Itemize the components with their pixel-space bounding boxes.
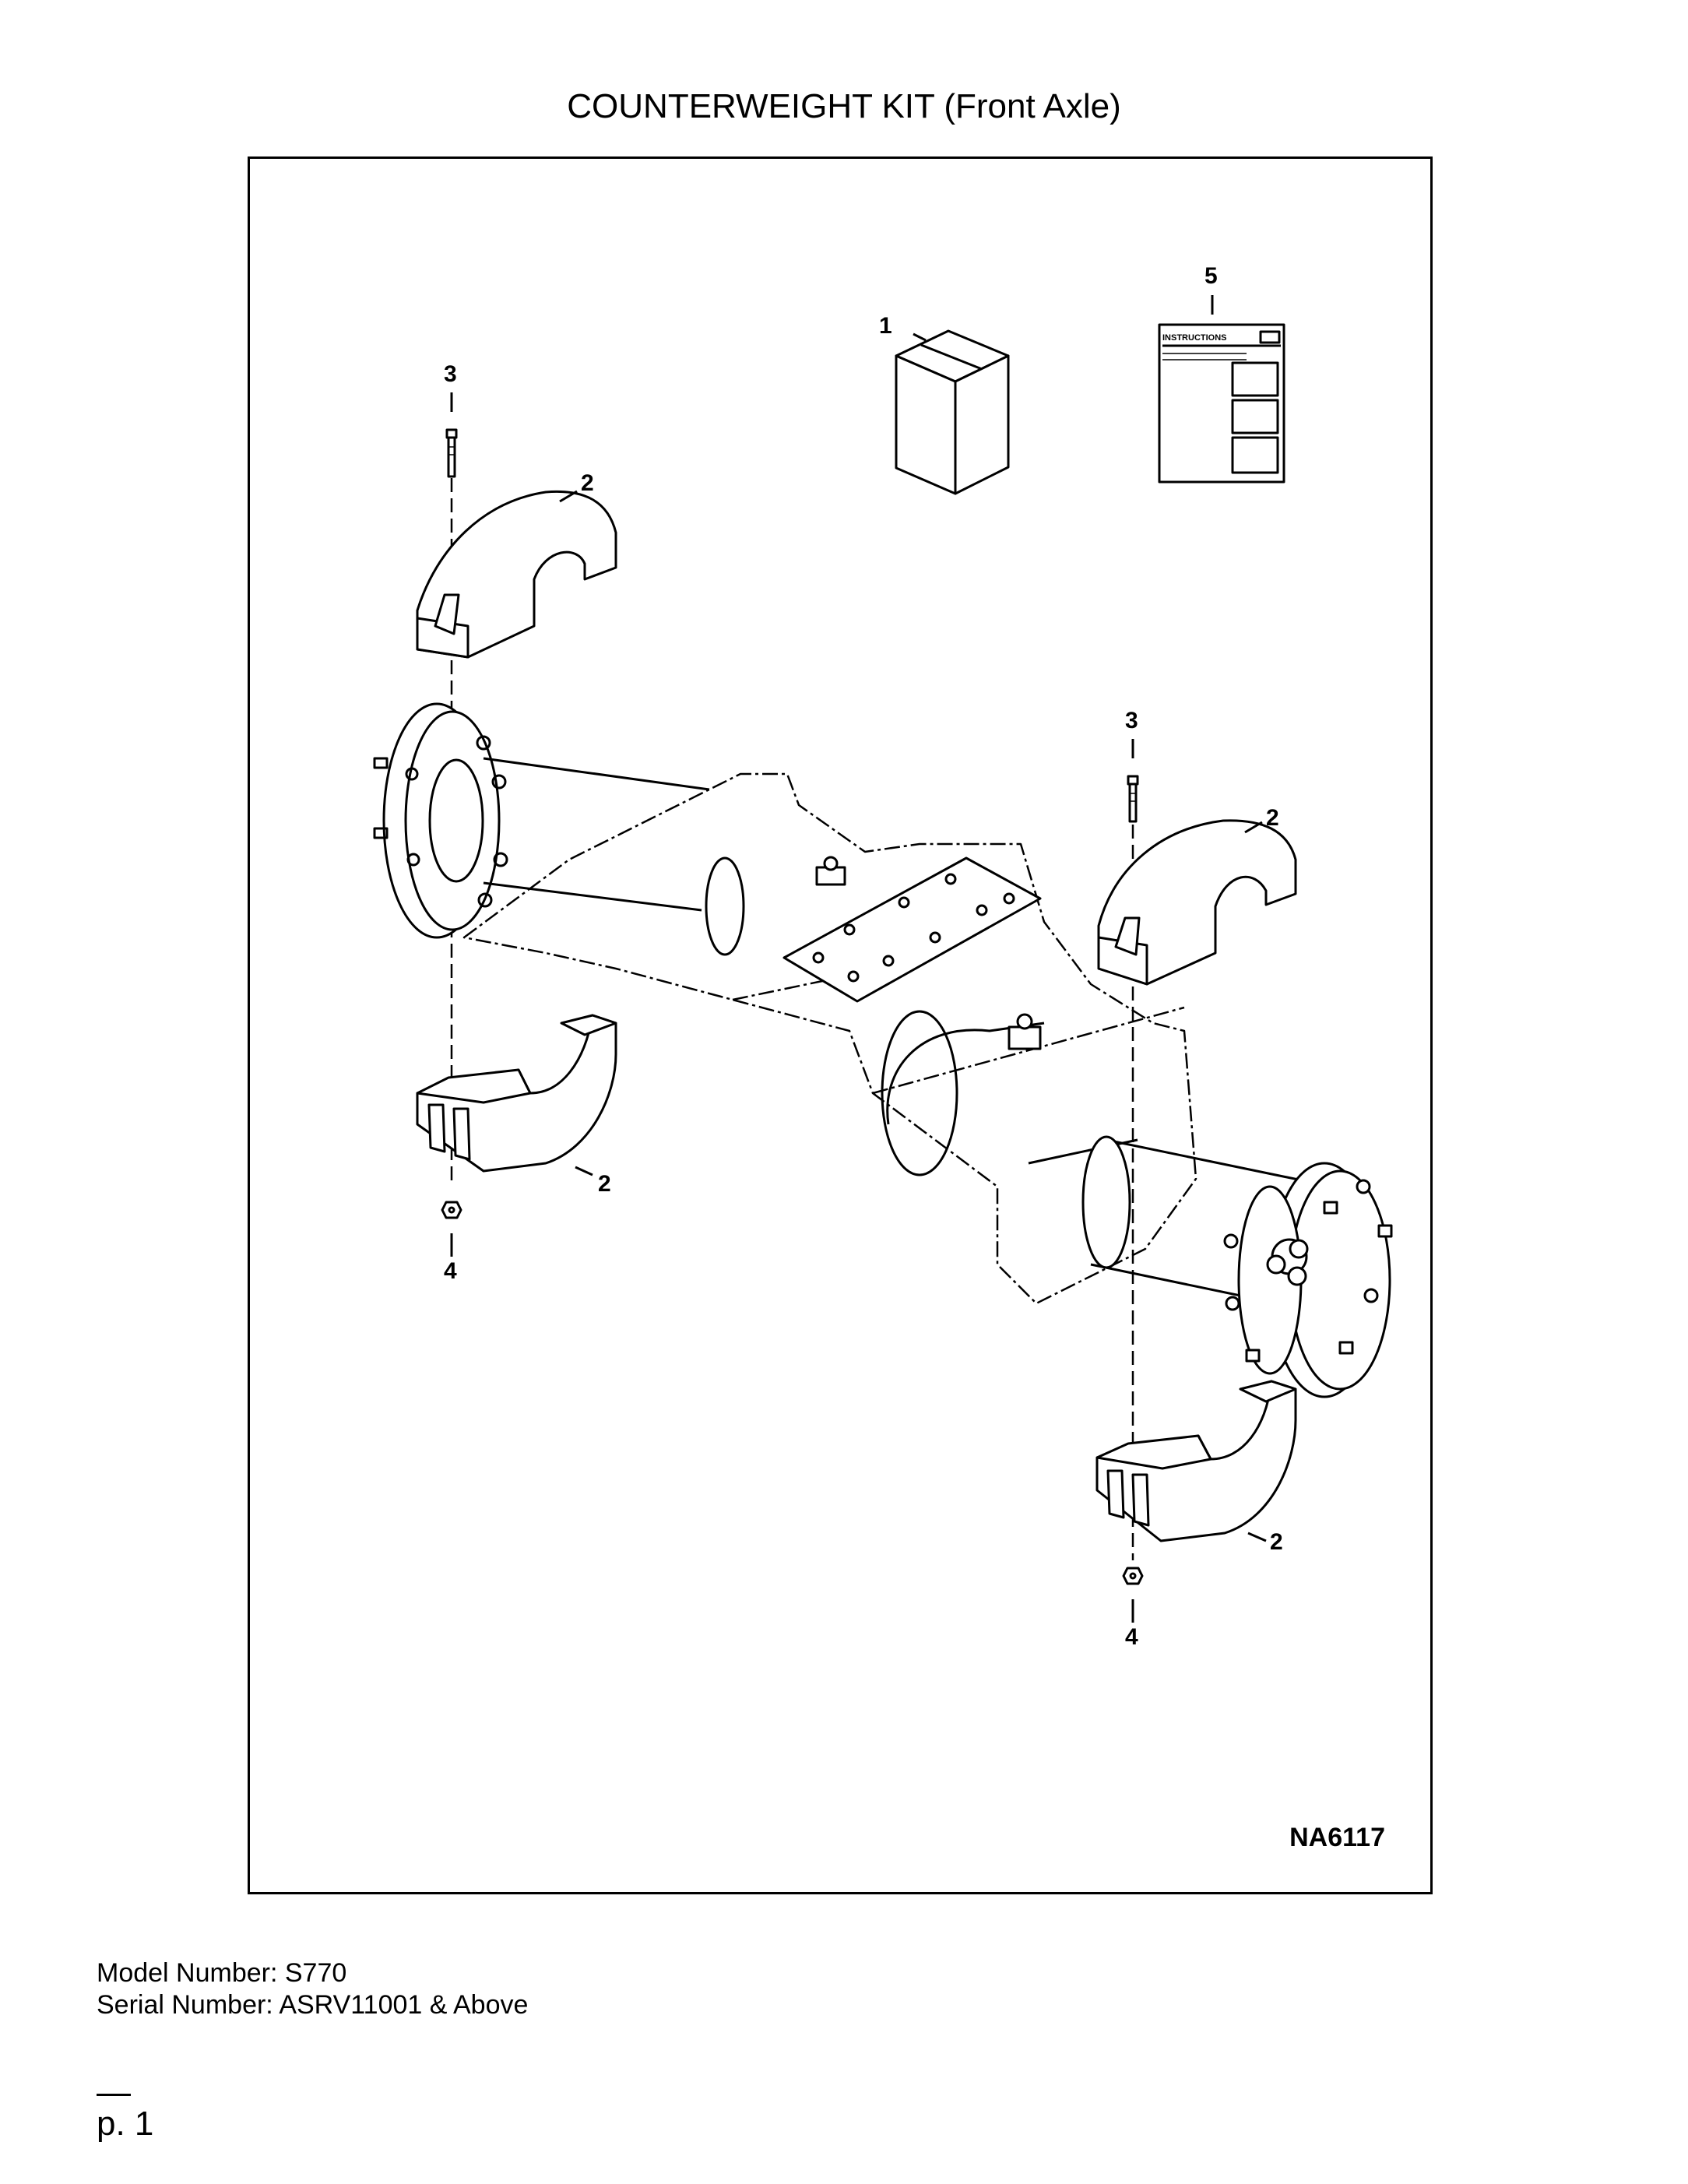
callout-weight-upper-right: 2 [1266, 805, 1279, 831]
page-rule [97, 2094, 131, 2096]
hub-right [1223, 1162, 1393, 1398]
weight-lower-left [416, 1014, 617, 1173]
instructions-label: INSTRUCTIONS [1162, 333, 1227, 343]
callout-bolt-left: 3 [444, 361, 457, 387]
nut-right [1122, 1567, 1144, 1585]
hub-left [373, 702, 508, 939]
nut-left [441, 1201, 462, 1219]
fitting-upper [815, 856, 846, 886]
callout-weight-upper-left: 2 [581, 470, 594, 496]
callout-nut-left: 4 [444, 1258, 457, 1284]
weight-upper-left [416, 490, 617, 659]
figure-id: NA6117 [1289, 1823, 1385, 1852]
weight-upper-right [1097, 819, 1297, 986]
page-title: COUNTERWEIGHT KIT (Front Axle) [567, 87, 1121, 125]
bolt-right [1127, 775, 1139, 823]
model-number: Model Number: S770 [97, 1958, 347, 1988]
bolt-left [445, 428, 458, 478]
serial-number: Serial Number: ASRV11001 & Above [97, 1990, 529, 2020]
callout-nut-right: 4 [1125, 1624, 1138, 1650]
axle-assembly-drawing [373, 295, 1393, 1623]
callout-bolt-right: 3 [1125, 708, 1138, 733]
kit-box [895, 329, 1010, 495]
instructions-sheet [1158, 323, 1285, 484]
parts-diagram: 1 5 3 2 2 4 3 2 2 4 INSTRUCTIONS NA6117 [248, 157, 1433, 1894]
callout-instructions: 5 [1204, 263, 1218, 289]
cover-plate [782, 856, 1042, 1003]
callout-kit-box: 1 [879, 313, 892, 339]
callout-weight-lower-left: 2 [598, 1171, 611, 1197]
weight-lower-right [1095, 1380, 1297, 1542]
callout-weight-lower-right: 2 [1270, 1529, 1283, 1555]
fitting-lower [1008, 1013, 1042, 1050]
page-number: p. 1 [97, 2105, 154, 2143]
